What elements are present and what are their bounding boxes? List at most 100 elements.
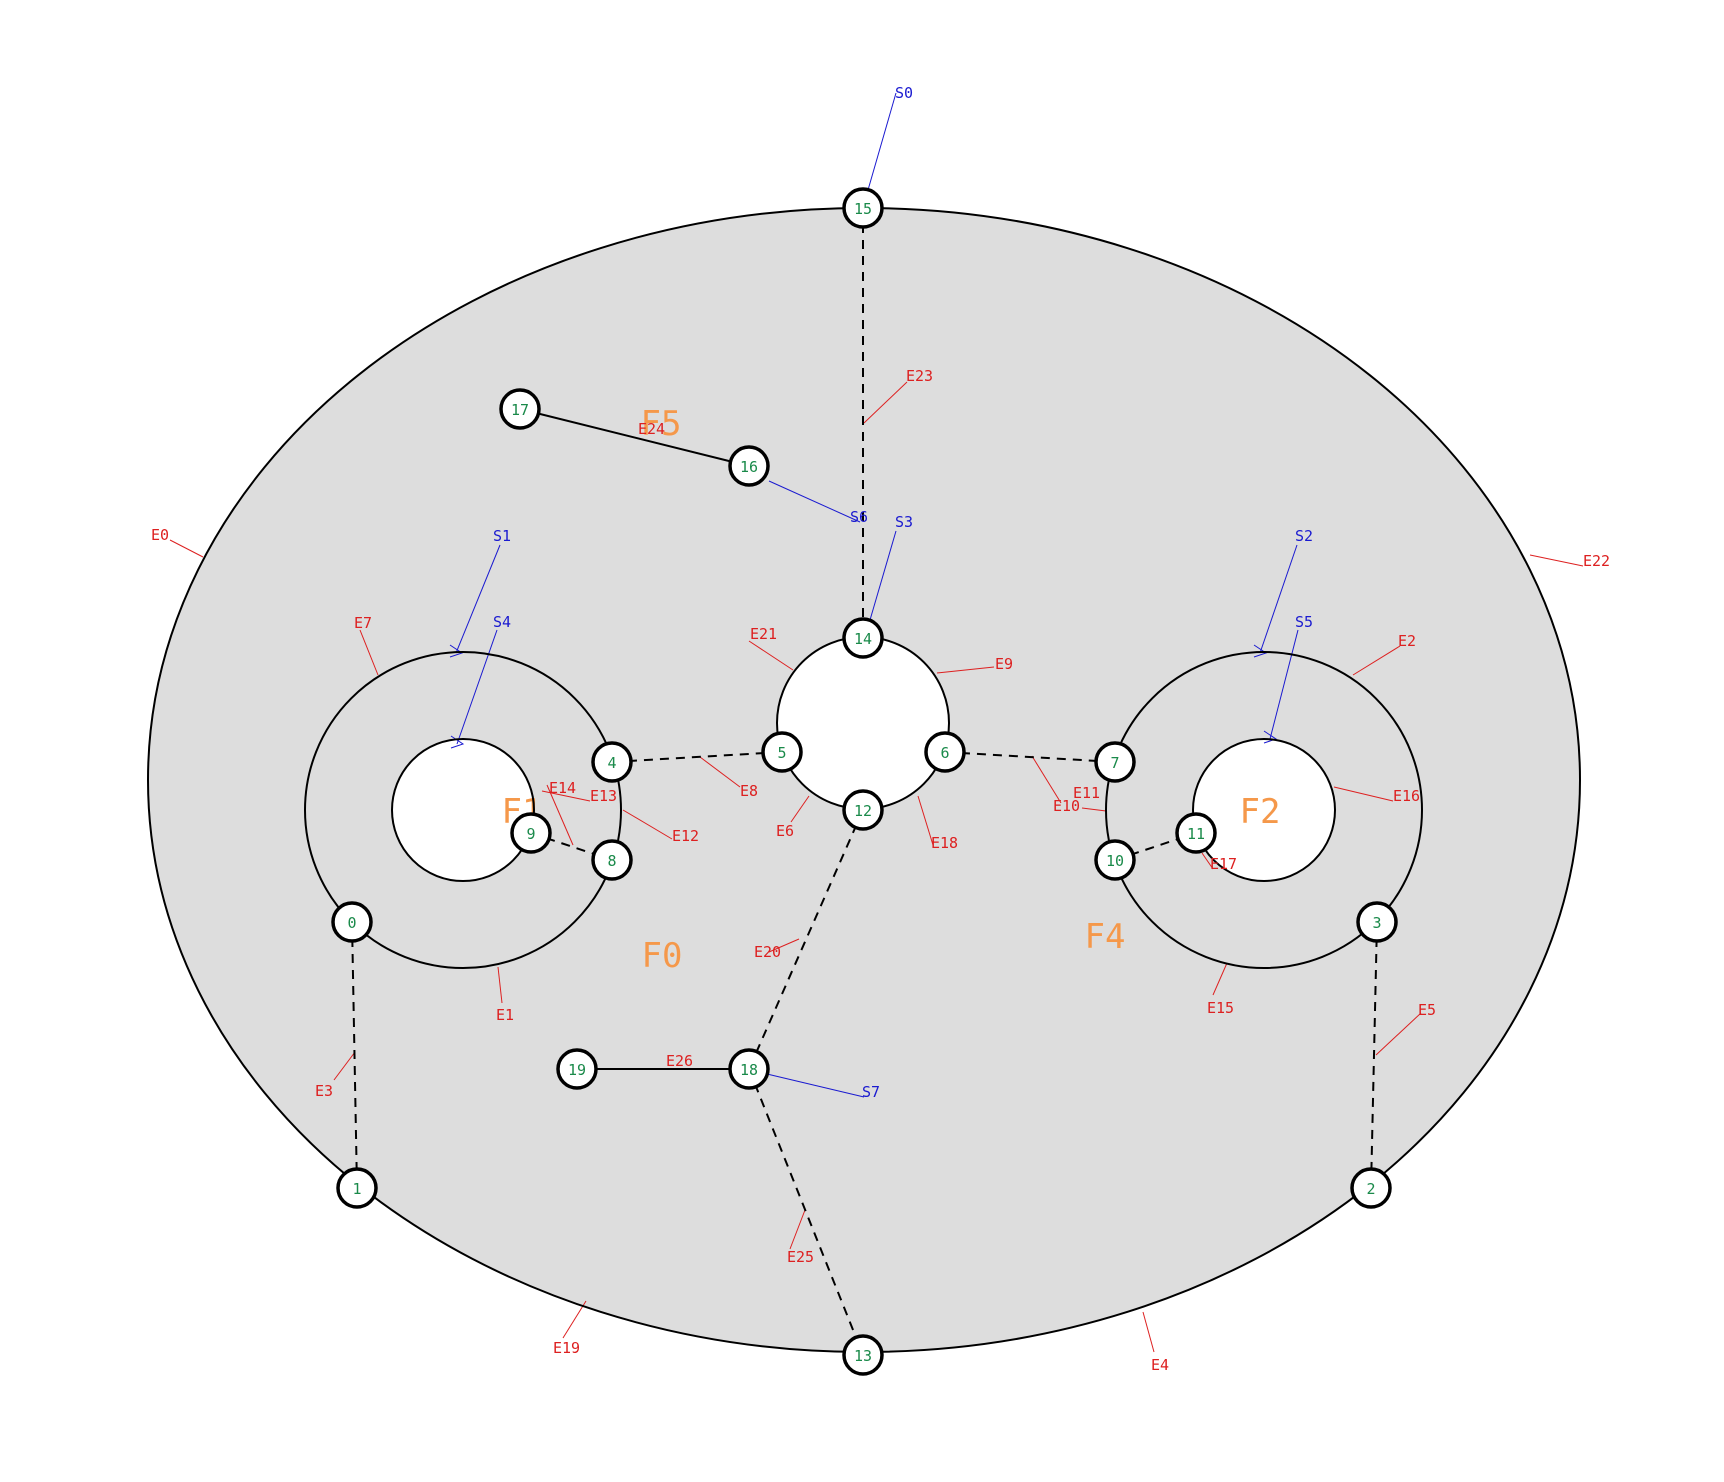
vertex-9: 9 [510, 812, 552, 854]
edge-label-e1: E1 [496, 1006, 514, 1024]
edge-leader-e9 [936, 666, 995, 674]
vertex-14: 14 [842, 617, 884, 659]
center-hole-boundary [776, 636, 950, 810]
dashed-edge [611, 751, 783, 763]
vertex-10: 10 [1094, 839, 1136, 881]
svg-text:E13: E13 [590, 787, 617, 805]
edge-leader-e0 [169, 539, 204, 558]
seed-leader-s2 [1259, 544, 1298, 654]
svg-text:S5: S5 [1295, 613, 1313, 631]
left-ring-boundary [304, 651, 622, 969]
edge-leader-e14 [546, 784, 574, 846]
svg-text:9: 9 [526, 825, 535, 843]
vertex-5: 5 [761, 731, 803, 773]
edge-label-e5: E5 [1418, 1001, 1436, 1019]
vertex-17: 17 [499, 388, 541, 430]
edge-label-e24: E24 [638, 420, 665, 438]
edge-leader-e8 [699, 756, 741, 788]
edge-leader-e3 [333, 1051, 356, 1081]
vertex-13: 13 [842, 1334, 884, 1376]
svg-text:E24: E24 [638, 420, 665, 438]
svg-text:S1: S1 [493, 527, 511, 545]
vertex-7: 7 [1094, 741, 1136, 783]
svg-text:S3: S3 [895, 513, 913, 531]
svg-text:E3: E3 [315, 1082, 333, 1100]
edge-leader-e25 [789, 1209, 806, 1250]
seed-label-s3: S3 [895, 513, 913, 531]
face-label-f5: F5 [641, 404, 682, 444]
svg-text:E6: E6 [776, 822, 794, 840]
edge-leader-e23 [863, 381, 908, 424]
edge-label-e0: E0 [151, 526, 169, 544]
svg-text:3: 3 [1372, 914, 1381, 932]
svg-text:6: 6 [940, 744, 949, 762]
vertex-4: 4 [591, 741, 633, 783]
edge-leader-e20 [768, 938, 800, 953]
svg-text:E14: E14 [549, 779, 576, 797]
edge-leader-e21 [748, 640, 794, 671]
edge-leader-e7 [359, 629, 379, 676]
edge-leader-e11 [1081, 807, 1107, 812]
dashed-edge [1370, 921, 1378, 1189]
svg-text:18: 18 [740, 1061, 758, 1079]
vertex-18: 18 [728, 1048, 770, 1090]
edge-label-e18: E18 [931, 834, 958, 852]
vertex-0: 0 [331, 901, 373, 943]
edge-leader-e12 [622, 809, 673, 840]
edge-leader-e2 [1352, 645, 1401, 676]
face-label-f2: F2 [1240, 792, 1281, 832]
svg-text:1: 1 [352, 1180, 361, 1198]
solid-edge [519, 408, 750, 467]
svg-text:S4: S4 [493, 613, 511, 631]
edge-label-e19: E19 [553, 1339, 580, 1357]
edge-label-e21: E21 [750, 625, 777, 643]
edge-label-e9: E9 [995, 655, 1013, 673]
seed-leader-s6 [768, 480, 861, 523]
svg-text:E12: E12 [672, 827, 699, 845]
edge-label-e2: E2 [1398, 632, 1416, 650]
svg-text:E10: E10 [1053, 797, 1080, 815]
svg-text:E19: E19 [553, 1339, 580, 1357]
svg-text:2: 2 [1366, 1180, 1375, 1198]
dashed-edge [944, 751, 1116, 763]
svg-text:4: 4 [607, 754, 616, 772]
edge-leader-e4 [1142, 1311, 1155, 1353]
vertex-6: 6 [924, 731, 966, 773]
svg-text:E2: E2 [1398, 632, 1416, 650]
svg-text:E26: E26 [666, 1052, 693, 1070]
svg-text:E17: E17 [1210, 855, 1237, 873]
vertex-3: 3 [1356, 901, 1398, 943]
svg-text:11: 11 [1187, 825, 1205, 843]
seed-label-s5: S5 [1295, 613, 1313, 631]
edge-leader-e16 [1333, 786, 1394, 802]
edge-leader-e22 [1529, 554, 1584, 567]
edge-label-e7: E7 [354, 614, 372, 632]
leader-lines-layer [169, 92, 1584, 1353]
svg-text:8: 8 [607, 852, 616, 870]
edge-label-e13: E13 [590, 787, 617, 805]
svg-text:15: 15 [854, 200, 872, 218]
vertex-1: 1 [336, 1167, 378, 1209]
edge-leader-e15 [1212, 962, 1228, 996]
dashed-edge [351, 921, 358, 1189]
svg-text:12: 12 [854, 802, 872, 820]
svg-text:S2: S2 [1295, 527, 1313, 545]
vertex-19: 19 [556, 1048, 598, 1090]
seed-label-s4: S4 [493, 613, 511, 631]
svg-text:E8: E8 [740, 782, 758, 800]
seed-label-s0: S0 [895, 84, 913, 102]
seed-leader-s5 [1269, 629, 1299, 740]
seed-leader-s3 [869, 530, 897, 621]
seed-leader-s7 [766, 1073, 865, 1098]
svg-text:E23: E23 [906, 367, 933, 385]
svg-text:E4: E4 [1151, 1356, 1169, 1374]
edge-leader-e17 [1201, 852, 1214, 870]
svg-text:7: 7 [1110, 754, 1119, 772]
edge-leader-e1 [497, 966, 503, 1004]
svg-text:14: 14 [854, 630, 872, 648]
dashed-edge [748, 1068, 864, 1356]
svg-text:S7: S7 [862, 1083, 880, 1101]
svg-text:E15: E15 [1207, 999, 1234, 1017]
svg-text:S6: S6 [850, 508, 868, 526]
